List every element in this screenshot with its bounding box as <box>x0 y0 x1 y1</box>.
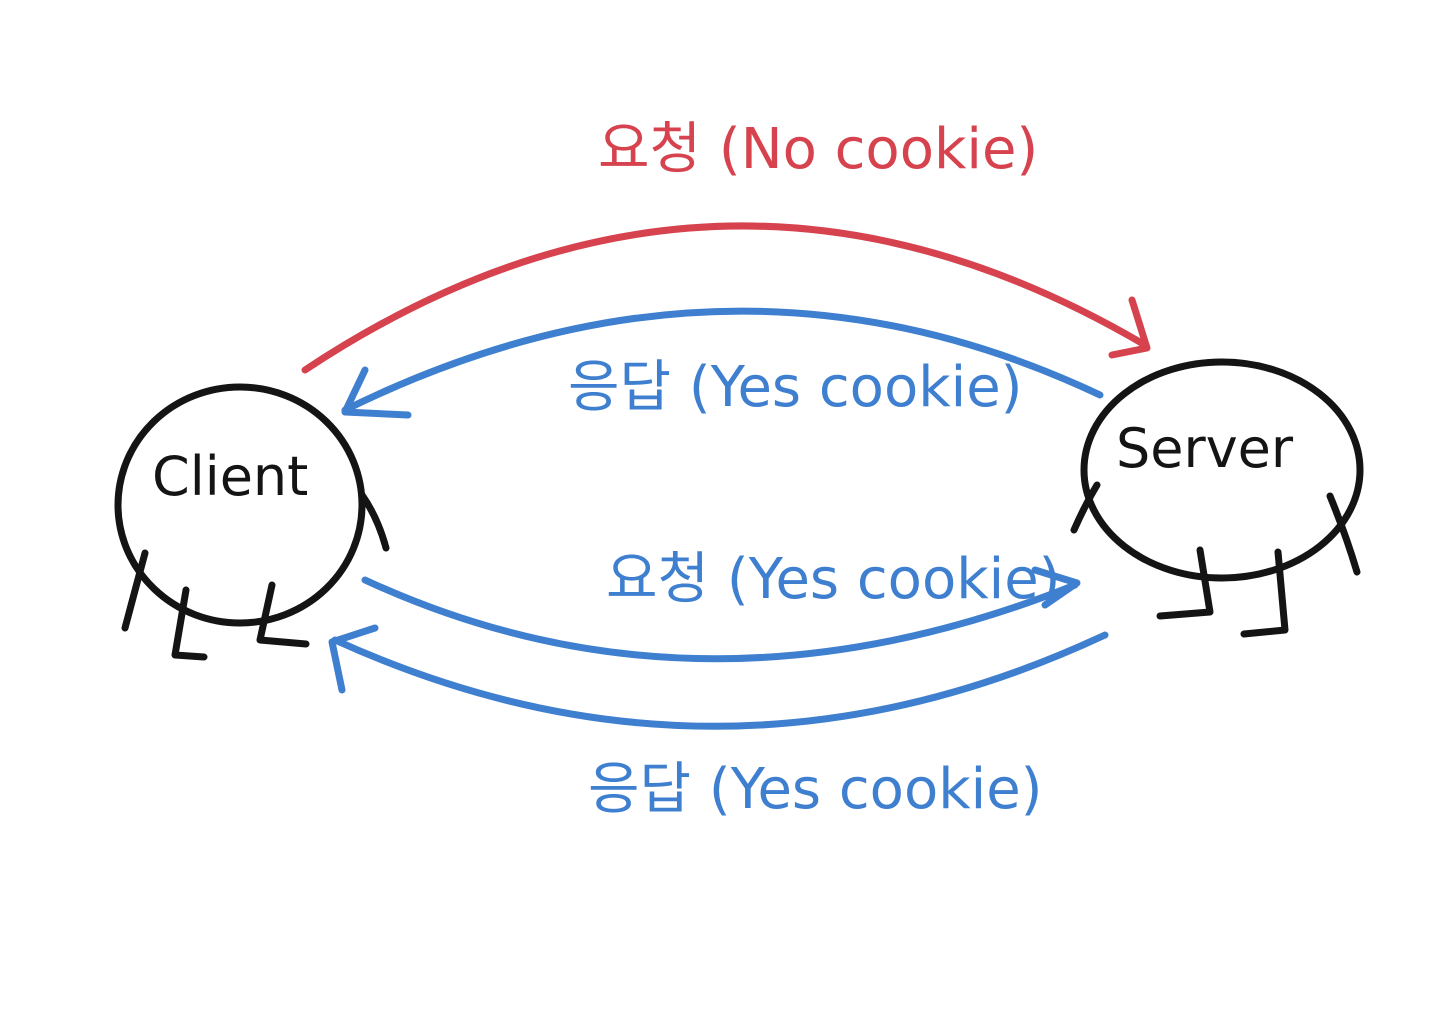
server-leg-right-icon <box>1240 548 1289 638</box>
server-arm-right-icon <box>1326 492 1361 576</box>
arrow-response-yes-cookie-1-line <box>341 307 1104 414</box>
label-response-yes-cookie-2: 응답 (Yes cookie) <box>588 757 1043 822</box>
server-label: Server <box>1116 417 1294 480</box>
arrow-request-yes-cookie-line <box>361 576 1079 663</box>
server-figure <box>1070 358 1364 638</box>
arrow-request-no-cookie-head-icon <box>1108 296 1151 359</box>
arrow-request-no-cookie <box>301 222 1151 374</box>
arrow-request-no-cookie-line <box>301 222 1149 374</box>
client-leg-mid-icon <box>171 586 208 661</box>
label-request-yes-cookie: 요청 (Yes cookie) <box>606 547 1061 612</box>
arrow-response-yes-cookie-2-head-icon <box>328 624 379 694</box>
server-leg-left-icon <box>1156 546 1214 620</box>
server-circle <box>1080 358 1364 582</box>
client-arm-icon <box>358 491 390 552</box>
client-leg-right-icon <box>256 581 310 648</box>
arrow-response-yes-cookie-2 <box>328 624 1109 730</box>
server-arm-left-icon <box>1070 481 1101 534</box>
client-figure <box>114 383 390 661</box>
label-response-yes-cookie-1: 응답 (Yes cookie) <box>568 355 1023 420</box>
client-circle <box>114 383 366 627</box>
arrow-request-yes-cookie-head-icon <box>1031 566 1081 609</box>
client-leg-left-icon <box>121 549 149 632</box>
arrow-response-yes-cookie-1 <box>341 307 1104 419</box>
arrow-response-yes-cookie-1-head-icon <box>341 366 412 419</box>
label-request-no-cookie: 요청 (No cookie) <box>598 117 1039 182</box>
arrow-response-yes-cookie-2-line <box>331 631 1109 730</box>
arrow-request-yes-cookie <box>361 566 1081 663</box>
client-label: Client <box>152 445 309 508</box>
